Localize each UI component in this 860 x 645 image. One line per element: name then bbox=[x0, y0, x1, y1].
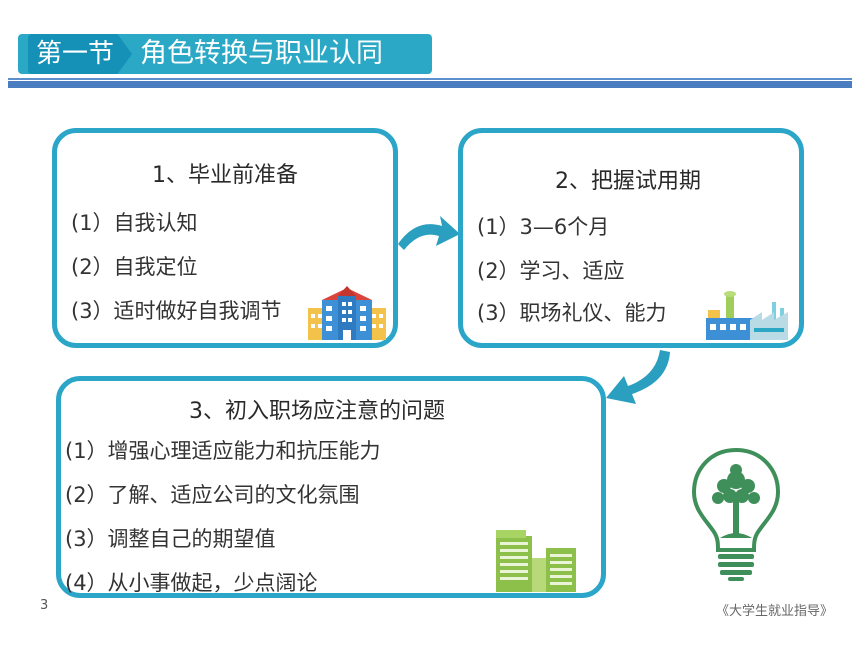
box-graduation-prep-title: 1、毕业前准备 bbox=[152, 163, 298, 188]
lightbulb-tree-icon bbox=[691, 447, 781, 581]
section-tag bbox=[28, 34, 132, 74]
list-item: (2）学习、适应 bbox=[477, 259, 625, 283]
page-title: 角色转换与职业认同 bbox=[140, 38, 383, 69]
list-item: (1）自我认知 bbox=[71, 211, 198, 235]
list-item: (3）调整自己的期望值 bbox=[65, 527, 276, 551]
list-item: (1）增强心理适应能力和抗压能力 bbox=[65, 439, 381, 463]
arrow-right-icon bbox=[398, 216, 460, 250]
school-building-icon bbox=[308, 286, 386, 340]
book-title: 《大学生就业指导》 bbox=[716, 604, 834, 619]
box-probation: 2、把握试用期 (1）3—6个月 (2）学习、适应 (3）职场礼仪、能力 bbox=[458, 128, 804, 348]
office-building-icon bbox=[496, 530, 576, 592]
box-workplace-issues-title: 3、初入职场应注意的问题 bbox=[189, 399, 445, 424]
page-number: 3 bbox=[40, 598, 49, 613]
section-tag-label: 第一节 bbox=[36, 39, 115, 69]
factory-icon bbox=[706, 291, 788, 340]
list-item: (2）自我定位 bbox=[71, 255, 198, 279]
list-item: (3）适时做好自我调节 bbox=[71, 299, 282, 323]
list-item: (4）从小事做起，少点阔论 bbox=[65, 571, 318, 595]
header-rule-thin bbox=[8, 78, 852, 80]
list-item: (1）3—6个月 bbox=[477, 215, 610, 239]
arrow-down-icon bbox=[606, 350, 670, 404]
header-rule-thick bbox=[8, 81, 852, 88]
list-item: (3）职场礼仪、能力 bbox=[477, 301, 667, 325]
list-item: (2）了解、适应公司的文化氛围 bbox=[65, 483, 360, 507]
box-probation-title: 2、把握试用期 bbox=[555, 169, 701, 194]
